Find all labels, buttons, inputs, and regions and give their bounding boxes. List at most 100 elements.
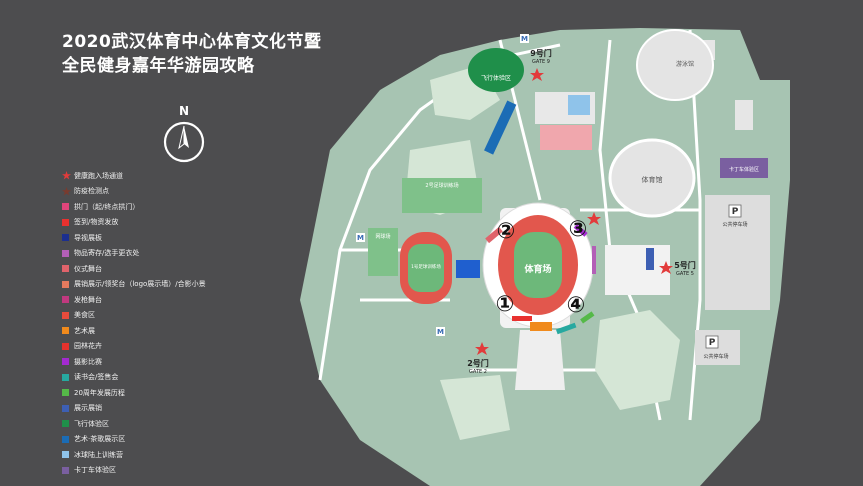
legend-item: 仪式舞台 [62,261,206,277]
gate-9: 9号门 GATE 9 [530,48,552,81]
legend-swatch [62,466,69,474]
stadium-label: 体育场 [524,263,551,275]
legend-swatch [62,311,69,319]
title-line-1: 2020武汉体育中心体育文化节暨 [62,32,322,52]
legend-label: 展销展示/领奖台（logo展示墙）/合影小景 [74,280,206,289]
legend-item: 健康跑入场通道 [62,168,206,184]
legend-label: 读书会/签售会 [74,373,119,382]
legend-swatch [62,234,69,242]
legend-label: 拱门（起/终点拱门） [74,202,140,211]
tennis-label: 网球场 [375,233,390,240]
east-plaza [605,245,670,295]
legend-label: 园林花卉 [74,342,102,351]
star-icon [62,171,71,180]
stage-ceremony [485,226,503,244]
legend-label: 艺术·茶歌展示区 [74,435,126,444]
gate2-label: 2号门 [467,358,489,368]
legend-label: 物品寄存/选手更衣处 [74,249,140,258]
legend-item: 拱门（起/终点拱门） [62,199,206,215]
gate5-en-label: GATE 5 [676,271,694,277]
karting-zone [720,158,768,178]
gate-2: 2号门 GATE 2 [467,342,489,375]
legend-item: 冰球陆上训练营 [62,447,206,463]
legend-swatch [62,280,69,288]
field1-label: 1号足球训练场 [411,263,441,270]
legend-label: 冰球陆上训练营 [74,450,123,459]
anniversary-zone [580,311,595,324]
stadium [482,202,594,328]
park-south [440,375,510,440]
legend-label: 20周年发展历程 [74,388,125,397]
legend-swatch [62,342,69,350]
parking-southeast: P 公共停车场 [703,335,729,360]
football-field-1 [408,244,444,292]
photo-contest [573,223,588,237]
south-plaza [515,330,565,390]
gate2-en-label: GATE 2 [469,369,487,375]
tennis-courts-mid [540,125,592,150]
legend-swatch [62,203,69,211]
parking-east-label: 公共停车场 [722,221,747,228]
compass-letter: N [179,104,189,118]
legend-swatch [62,373,69,381]
swimming-pool [636,29,714,101]
legend-label: 仪式舞台 [74,264,102,273]
legend-swatch [62,389,69,397]
legend-label: 防疫检测点 [74,187,109,196]
marker-3: ③ [569,217,588,242]
legend-label: 健康跑入场通道 [74,171,123,180]
marker-4: ④ [567,293,586,318]
compass-icon: N [163,104,205,163]
legend-label: 艺术展 [74,326,95,335]
ice-hockey-zone [568,95,590,115]
legend-item: 美食区 [62,308,206,324]
legend-swatch [62,435,69,443]
gate5-label: 5号门 [674,260,696,270]
art-exhibition [530,322,552,331]
park-southeast [595,310,680,410]
flight-zone-label: 飞行体验区 [481,74,511,82]
reading-zone [555,322,577,335]
legend-label: 发枪舞台 [74,295,102,304]
legend-swatch [62,265,69,273]
point-markers: ① ② ③ ④ [496,217,588,318]
legend-label: 签到/物资发放 [74,218,119,227]
field2-label: 2号足球训练场 [425,182,458,189]
legend-swatch [62,358,69,366]
star-icon [62,186,71,196]
exhibition-blue-block [456,260,480,278]
epidemic-check-star [587,212,601,225]
metro-south-letter: M [437,328,444,336]
legend-item: 发枪舞台 [62,292,206,308]
legend-item: 展示展销 [62,401,206,417]
metro-markers: M M M [356,34,529,336]
legend-item: 20周年发展历程 [62,385,206,401]
legend-swatch [62,327,69,335]
gate9-label: 9号门 [530,48,552,58]
legend-label: 导视展板 [74,233,102,242]
legend-item: 物品寄存/选手更衣处 [62,246,206,262]
parking-east: P 公共停车场 [722,204,748,228]
legend-label: 展示展销 [74,404,102,413]
gymnasium [608,138,696,218]
legend-item: 展销展示/领奖台（logo展示墙）/合影小景 [62,277,206,293]
legend-swatch [62,249,69,257]
legend-swatch [62,420,69,428]
legend-label: 飞行体验区 [74,419,109,428]
legend-item: 园林花卉 [62,339,206,355]
legend-item: 签到/物资发放 [62,215,206,231]
garden-strip [592,246,596,274]
legend-swatch [62,451,69,459]
legend-swatch [62,404,69,412]
flight-zone [468,48,524,92]
registration-strip [512,316,532,321]
legend-swatch [62,296,69,304]
metro-west-letter: M [357,234,364,242]
parking-se-label: 公共停车场 [703,353,728,360]
marker-2: ② [497,219,516,244]
pool-label: 游泳馆 [676,60,694,68]
legend-item: 艺术展 [62,323,206,339]
legend-item: 摄影比赛 [62,354,206,370]
tennis-court-west [368,228,398,276]
